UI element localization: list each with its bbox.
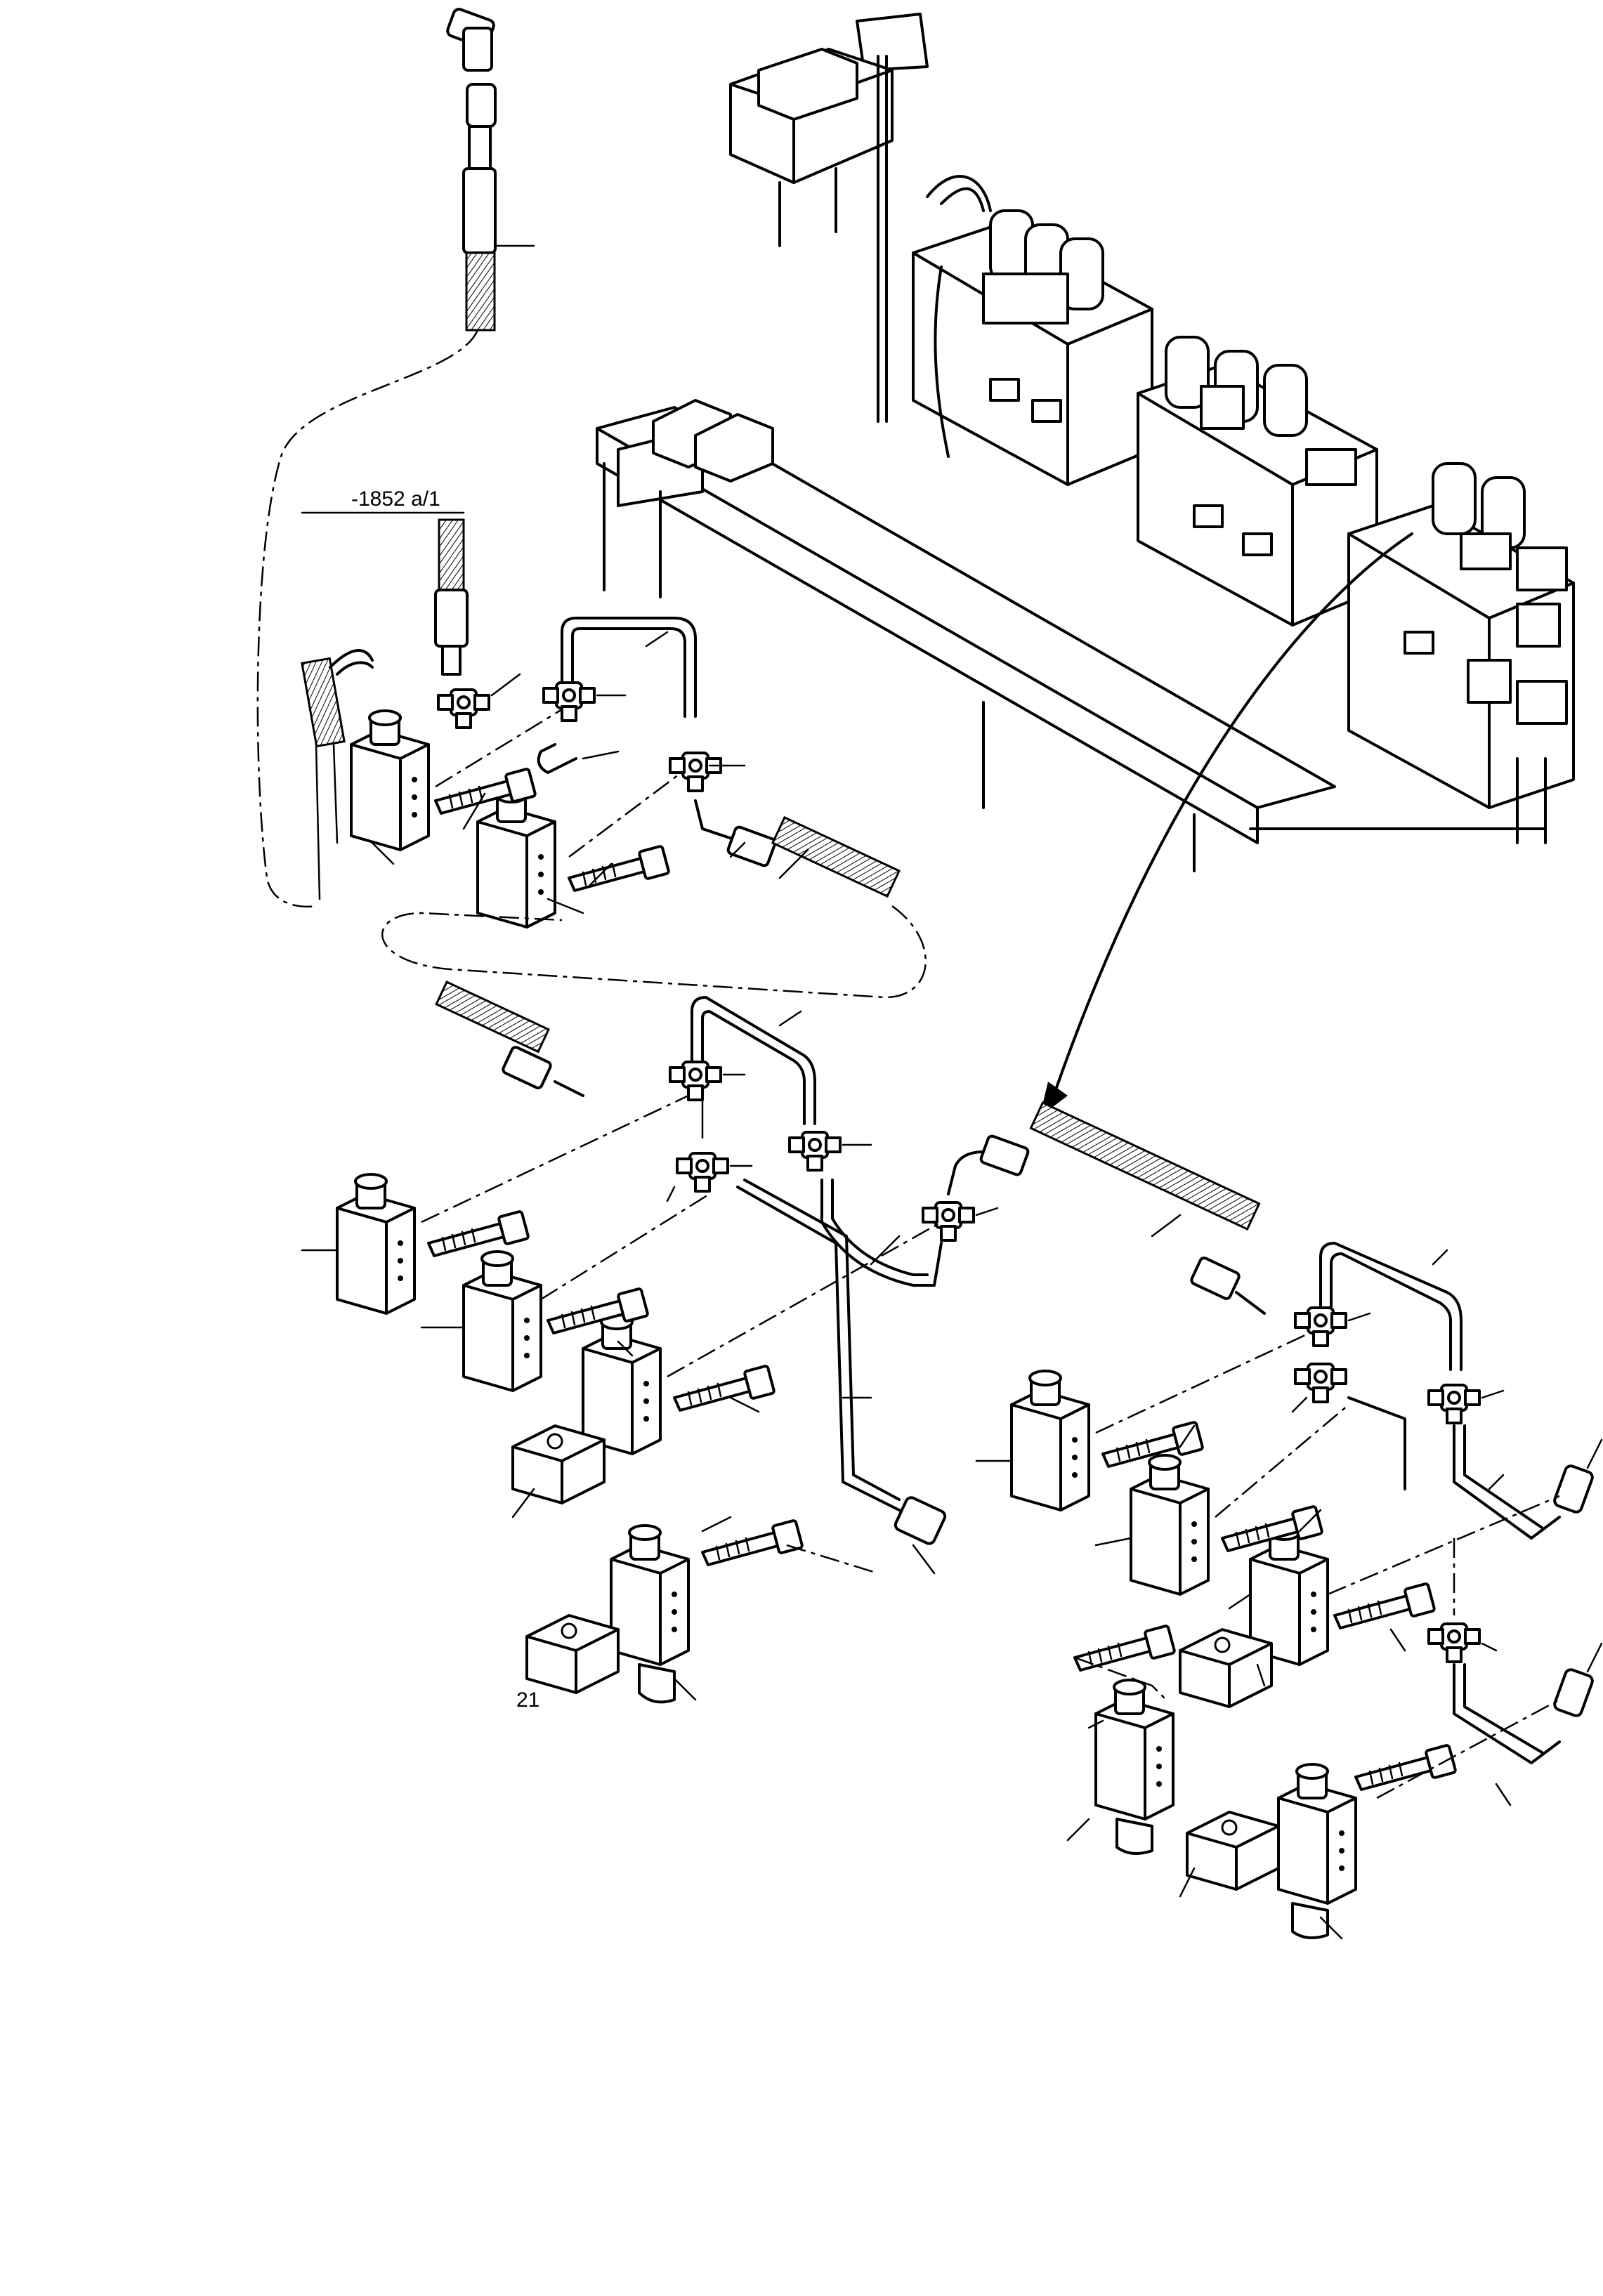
item-21-label: 21 (516, 1688, 539, 1712)
top-hose-assembly (256, 8, 535, 908)
valve-group-3 (975, 1242, 1603, 1940)
reference-label: -1852 a/1 (351, 487, 440, 511)
valve-group-2: 21 (301, 980, 1266, 1712)
engine-block-illustration (596, 13, 1575, 1117)
valve-group-1: -1852 a/1 (301, 487, 927, 999)
